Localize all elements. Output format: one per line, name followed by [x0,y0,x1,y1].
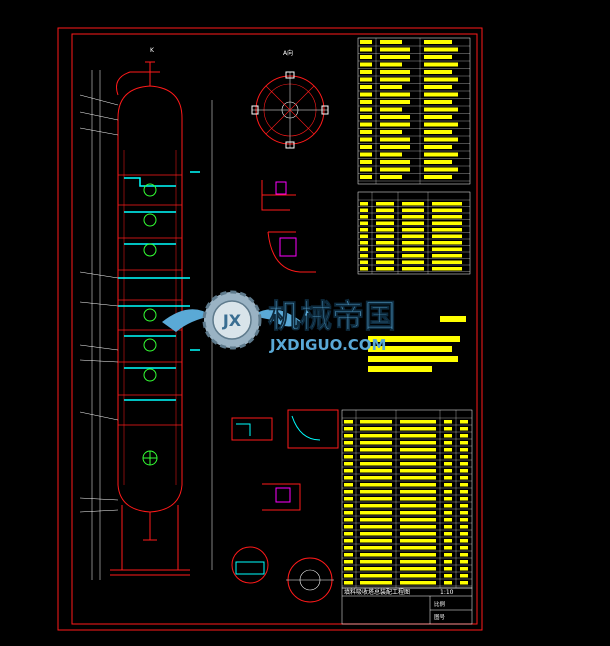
detail-views [231,180,339,603]
distributor-pipes [118,171,200,401]
technical-spec-table [357,37,471,185]
leader-lines-left [79,94,119,513]
bottom-outlet [143,512,157,541]
drawing-title: 填料吸收塔总装配工程图 [344,588,410,596]
bottom-head [117,484,183,513]
section-a-title: A向 [283,49,293,57]
watermark-brand: 机械帝国 [268,297,396,335]
title-block [341,587,473,625]
watermark-url: JXDIGUO.COM [269,336,386,354]
logo-monogram: JX [222,311,242,330]
top-head [117,85,183,150]
drawing-scale: 1:10 [440,589,454,596]
technical-notes [368,316,466,372]
nozzle-table [357,191,471,275]
packing-sections [118,174,182,426]
title-block-number-label: 图号 [434,613,446,621]
manholes [142,183,158,466]
top-outlet-pipe [116,61,160,96]
title-block-scale-label: 比例 [434,600,446,608]
inner-frame [71,33,478,625]
watermark-logo: JX [162,290,302,350]
outer-frame [57,27,483,631]
elevation-mark: K [150,47,155,54]
skirt [110,505,190,576]
section-a-view [251,71,329,149]
